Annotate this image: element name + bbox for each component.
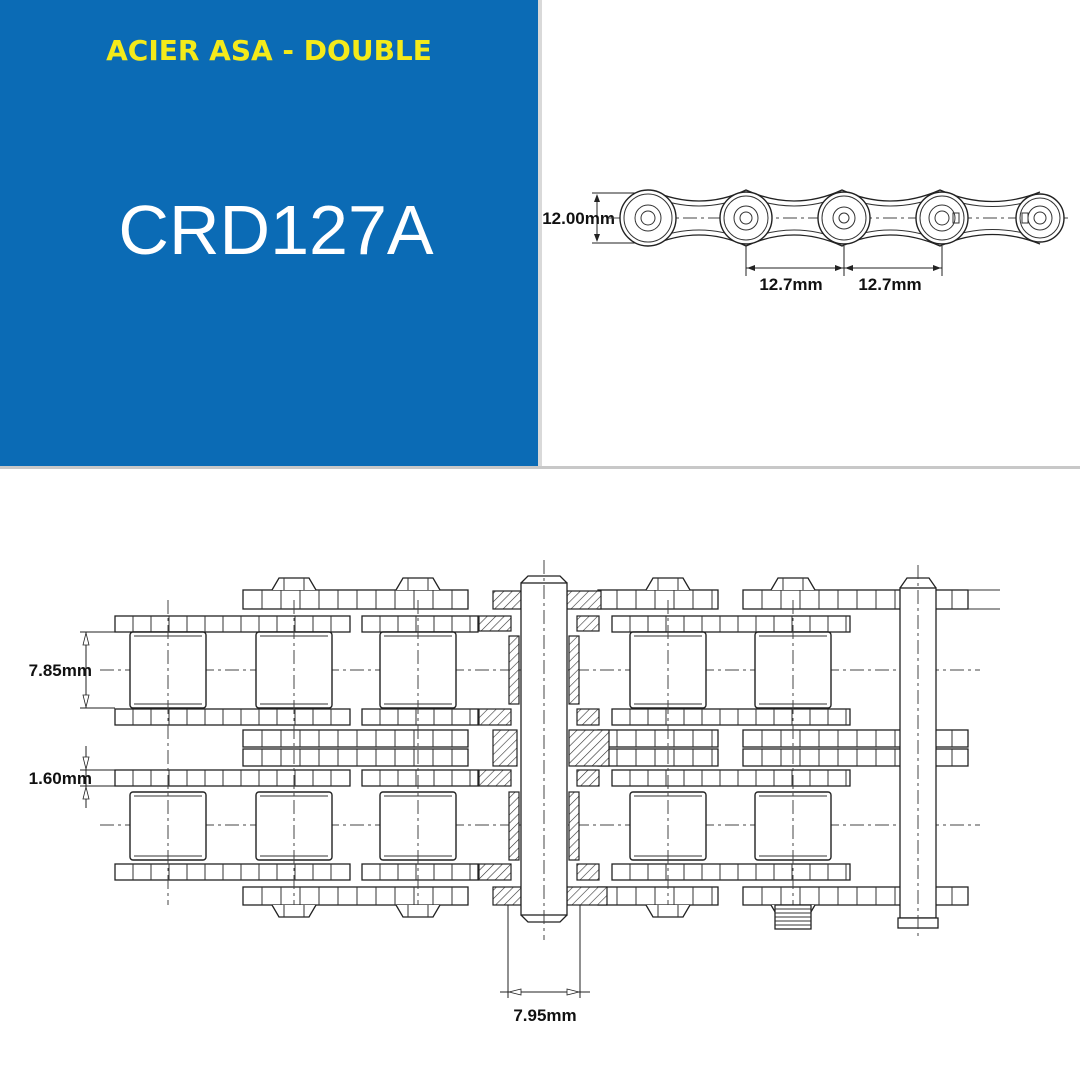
header-panel: ACIER ASA - DOUBLE CRD127A <box>0 0 538 466</box>
pin-head-3 <box>645 577 691 918</box>
outer-plate-bottom-1 <box>242 886 469 906</box>
product-subtitle: ACIER ASA - DOUBLE <box>106 34 432 67</box>
inner-plate-3-1 <box>611 615 851 633</box>
roller-width-dimension <box>80 631 115 709</box>
pin-diameter-dimension <box>500 905 590 998</box>
outer-plate-mid-a-2 <box>597 729 719 748</box>
chain-side-view-drawing: 12.00mm 12.7mm 12 <box>542 189 1068 294</box>
plate-thickness-dimension <box>80 746 115 808</box>
outer-plate-top-2 <box>597 589 719 610</box>
inner-plate-1-1 <box>114 615 351 633</box>
inner-plate-1-4 <box>114 863 351 881</box>
side-roller-5 <box>1015 193 1065 243</box>
pitch-label-2: 12.7mm <box>858 275 921 294</box>
roller-width-label: 7.85mm <box>29 661 92 680</box>
chain-top-view-drawing: 7.85mm 1.60mm 7.95mm <box>29 560 1000 1025</box>
pin-head-2 <box>395 577 441 918</box>
pitch-label-1: 12.7mm <box>759 275 822 294</box>
outer-plate-mid-b-2 <box>597 748 719 767</box>
inner-plate-3-3 <box>611 769 851 787</box>
outer-plate-top-1 <box>242 589 469 610</box>
plate-thickness-label: 1.60mm <box>29 769 92 788</box>
divider-horizontal <box>0 466 1080 469</box>
inner-plate-2-2 <box>361 708 479 726</box>
inner-plate-3-4 <box>611 863 851 881</box>
side-roller-1 <box>619 189 677 247</box>
pitch-dimension <box>745 246 943 276</box>
outer-plate-mid-a-1 <box>242 729 469 748</box>
side-roller-2 <box>719 191 773 245</box>
pin-head-1 <box>271 577 317 918</box>
side-roller-3 <box>817 191 871 245</box>
inner-plate-1-2 <box>114 708 351 726</box>
pin-diameter-label: 7.95mm <box>513 1006 576 1025</box>
inner-plate-1-3 <box>114 769 351 787</box>
side-roller-4 <box>915 191 969 245</box>
inner-plate-2-3 <box>361 769 479 787</box>
connecting-pin <box>897 565 939 940</box>
divider-vertical <box>538 0 542 466</box>
inner-plate-2-1 <box>361 615 479 633</box>
height-dimension <box>592 192 640 244</box>
height-label: 12.00mm <box>542 209 615 228</box>
outer-plate-bottom-2 <box>597 886 719 906</box>
threaded-pin-end <box>774 904 812 930</box>
inner-plate-3-2 <box>611 708 851 726</box>
outer-plate-mid-b-1 <box>242 748 469 767</box>
sectioned-pin <box>478 560 610 940</box>
inner-plate-2-4 <box>361 863 479 881</box>
product-title: CRD127A <box>118 191 434 269</box>
